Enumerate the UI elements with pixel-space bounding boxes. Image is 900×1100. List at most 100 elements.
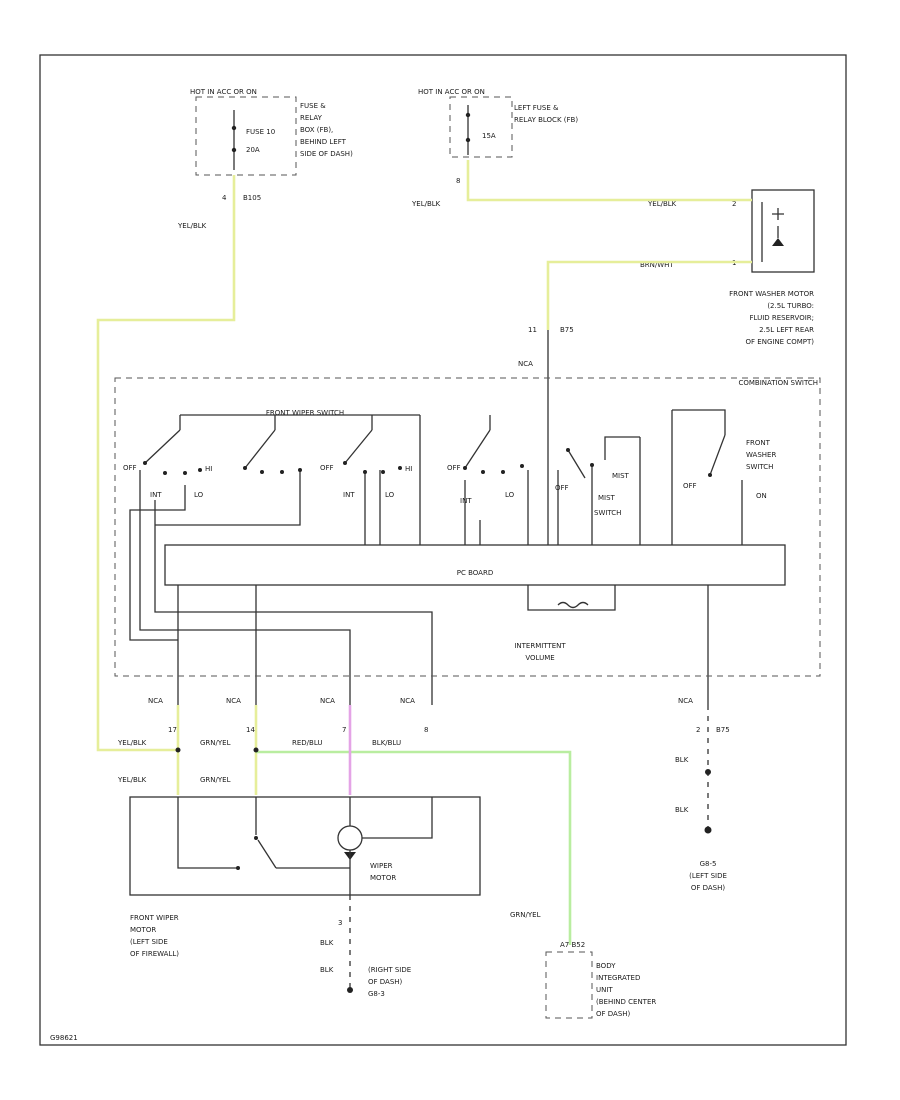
wiper-motor-box	[129, 796, 481, 896]
hot-right-title: HOT IN ACC OR ON	[418, 88, 485, 96]
wire-yel-blk-left	[96, 175, 236, 752]
left-fuse-box-outline	[195, 96, 297, 176]
wire-grn-yel-bic	[256, 750, 572, 945]
right-fuse-wire-left: YEL/BLK	[411, 200, 441, 208]
motor-wire-grn-yel: GRN/YEL	[200, 776, 231, 784]
left-fuse-desc-3: BEHIND LEFT	[300, 138, 347, 146]
right-fuse-block: HOT IN ACC OR ON 15A LEFT FUSE & RELAY B…	[411, 88, 677, 208]
wiper-motor-desc-0: FRONT WIPER	[130, 914, 179, 922]
left-fuse-desc-2: BOX (FB),	[300, 126, 333, 134]
mist-switch-label-0: MIST	[598, 494, 616, 502]
nca-4: NCA	[400, 697, 415, 705]
bic-desc-4: OF DASH)	[596, 1010, 631, 1018]
wire-label-grn-yel: GRN/YEL	[200, 739, 231, 747]
g4-int: INT	[460, 497, 472, 505]
pin-14: 14	[246, 726, 255, 734]
left-fuse-desc-0: FUSE &	[300, 102, 326, 110]
hot-left-title: HOT IN ACC OR ON	[190, 88, 257, 96]
wiper-motor-desc-3: OF FIREWALL)	[130, 950, 179, 958]
wiper-switch-gang-1: OFF INT LO HI	[123, 415, 212, 499]
washer-pin-top: 2	[732, 200, 736, 208]
combination-switch-outline	[114, 377, 821, 677]
washer-conn-id: B75	[560, 326, 574, 334]
washer-switch-label-0: FRONT	[746, 439, 771, 447]
right-ground-wire-1: BLK	[675, 756, 689, 764]
fuse-left-name: FUSE 10	[246, 128, 275, 136]
wiper-motor-label-0: WIPER	[370, 862, 393, 870]
wiper-ground-wire-1: BLK	[320, 939, 334, 947]
bic-desc-1: INTEGRATED	[596, 974, 640, 982]
wiper-ground-id: G8-3	[368, 990, 385, 998]
nca-5: NCA	[678, 697, 693, 705]
pin-7: 7	[342, 726, 346, 734]
mist-pos: MIST	[612, 472, 630, 480]
wire-label-red-blu: RED/BLU	[292, 739, 323, 747]
washer-motor-box	[751, 189, 815, 273]
g1-hi: HI	[205, 465, 212, 473]
washer-conn-wire: NCA	[518, 360, 533, 368]
washer-switch-label-2: SWITCH	[746, 463, 773, 471]
left-fuse-wire: YEL/BLK	[177, 222, 207, 230]
washer-conn-pin: 11	[528, 326, 537, 334]
black-wires	[129, 330, 743, 830]
wire-yel-blk-right	[466, 160, 752, 202]
right-fuse-desc-1: RELAY BLOCK (FB)	[514, 116, 578, 124]
g3-off: OFF	[320, 464, 334, 472]
colored-wires	[96, 160, 752, 945]
motor-wire-yel-blk: YEL/BLK	[117, 776, 147, 784]
nca-2: NCA	[226, 697, 241, 705]
mist-off: OFF	[555, 484, 569, 492]
g3-hi: HI	[405, 465, 412, 473]
wiper-motor-label-1: MOTOR	[370, 874, 396, 882]
wiper-switch-gang-3: OFF INT LO HI	[320, 415, 412, 499]
pin-8: 8	[424, 726, 428, 734]
mist-switch-label-1: SWITCH	[594, 509, 621, 517]
lower-connectors: NCA NCA NCA NCA NCA 17 14 7 8 2 B75 YEL/…	[117, 697, 730, 784]
fuse-right-rating: 15A	[482, 132, 496, 140]
right-ground-desc-0: (LEFT SIDE	[689, 872, 727, 880]
right-fuse-wire-right: YEL/BLK	[647, 200, 677, 208]
bic-outline	[545, 951, 593, 1019]
g3-lo: LO	[385, 491, 395, 499]
bic-desc-3: (BEHIND CENTER	[596, 998, 656, 1006]
right-ground: BLK BLK G8-5 (LEFT SIDE OF DASH)	[675, 756, 727, 892]
washer-desc-1: (2.5L TURBO:	[767, 302, 814, 310]
wiper-switch-label: FRONT WIPER SWITCH	[266, 409, 344, 417]
combination-switch-title: COMBINATION SWITCH	[738, 379, 818, 387]
left-fuse-block: HOT IN ACC OR ON FUSE 10 20A FUSE & RELA…	[177, 88, 353, 230]
left-fuse-desc-4: SIDE OF DASH)	[300, 150, 353, 158]
right-fuse-desc-0: LEFT FUSE &	[514, 104, 559, 112]
washer-switch-label-1: WASHER	[746, 451, 776, 459]
combination-switch: COMBINATION SWITCH FRONT WIPER SWITCH OF…	[114, 377, 821, 677]
wire-label-blk-blu: BLK/BLU	[372, 739, 401, 747]
wiper-motor-symbol	[337, 825, 363, 851]
pc-board	[164, 544, 786, 586]
g4-lo: LO	[505, 491, 515, 499]
g3-int: INT	[343, 491, 355, 499]
fuse-left-rating: 20A	[246, 146, 260, 154]
conn-b75-right: B75	[716, 726, 730, 734]
wiper-switch-gang-2	[243, 415, 302, 474]
washer-desc-3: 2.5L LEFT REAR	[759, 326, 814, 334]
intermittent-label-1: VOLUME	[525, 654, 554, 662]
wire-brn-wht	[546, 260, 752, 330]
wiper-switch-gang-4: OFF INT LO	[447, 415, 524, 505]
wiper-ground-desc-0: (RIGHT SIDE	[368, 966, 411, 974]
washer-connector: 11 B75 NCA	[518, 326, 574, 368]
g1-off: OFF	[123, 464, 137, 472]
body-integrated-unit: GRN/YEL A7 B52 BODY INTEGRATED UNIT (BEH…	[510, 911, 656, 1019]
wire-label-yel-blk: YEL/BLK	[117, 739, 147, 747]
wiper-motor-desc-1: MOTOR	[130, 926, 156, 934]
diagram-frame	[39, 54, 847, 1046]
wiper-motor-desc-2: (LEFT SIDE	[130, 938, 168, 946]
wiper-ground-wire-2: BLK	[320, 966, 334, 974]
left-fuse-pin: 4	[222, 194, 227, 202]
left-fuse-conn: B105	[243, 194, 261, 202]
washer-desc-0: FRONT WASHER MOTOR	[729, 290, 814, 298]
right-ground-id: G8-5	[700, 860, 717, 868]
washer-switch-off: OFF	[683, 482, 697, 490]
bic-conn: A7 B52	[560, 941, 585, 949]
mist-switch: OFF MIST MIST SWITCH	[555, 436, 640, 517]
washer-desc-2: FLUID RESERVOIR;	[750, 314, 814, 322]
nca-3: NCA	[320, 697, 335, 705]
